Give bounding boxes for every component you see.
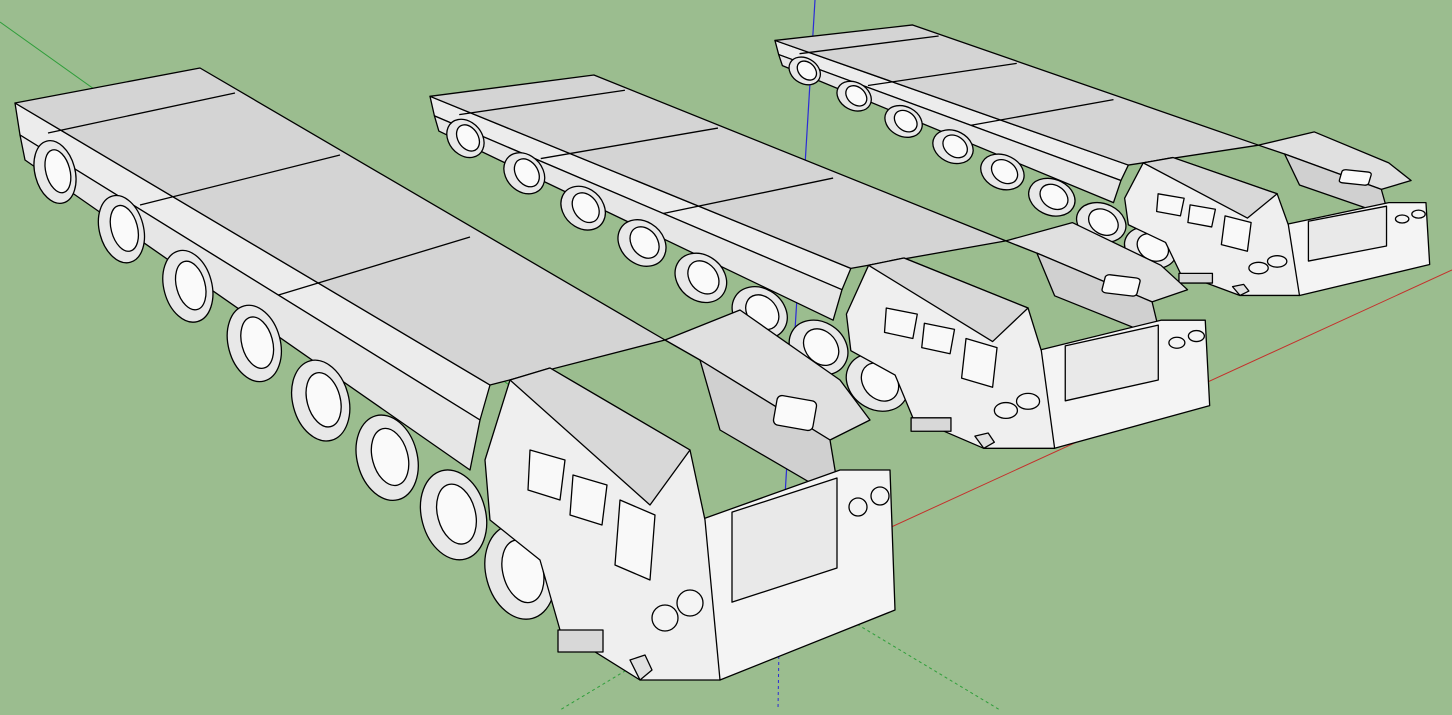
3d-modeling-viewport[interactable]: [0, 0, 1452, 710]
scene-canvas[interactable]: [0, 0, 1452, 710]
